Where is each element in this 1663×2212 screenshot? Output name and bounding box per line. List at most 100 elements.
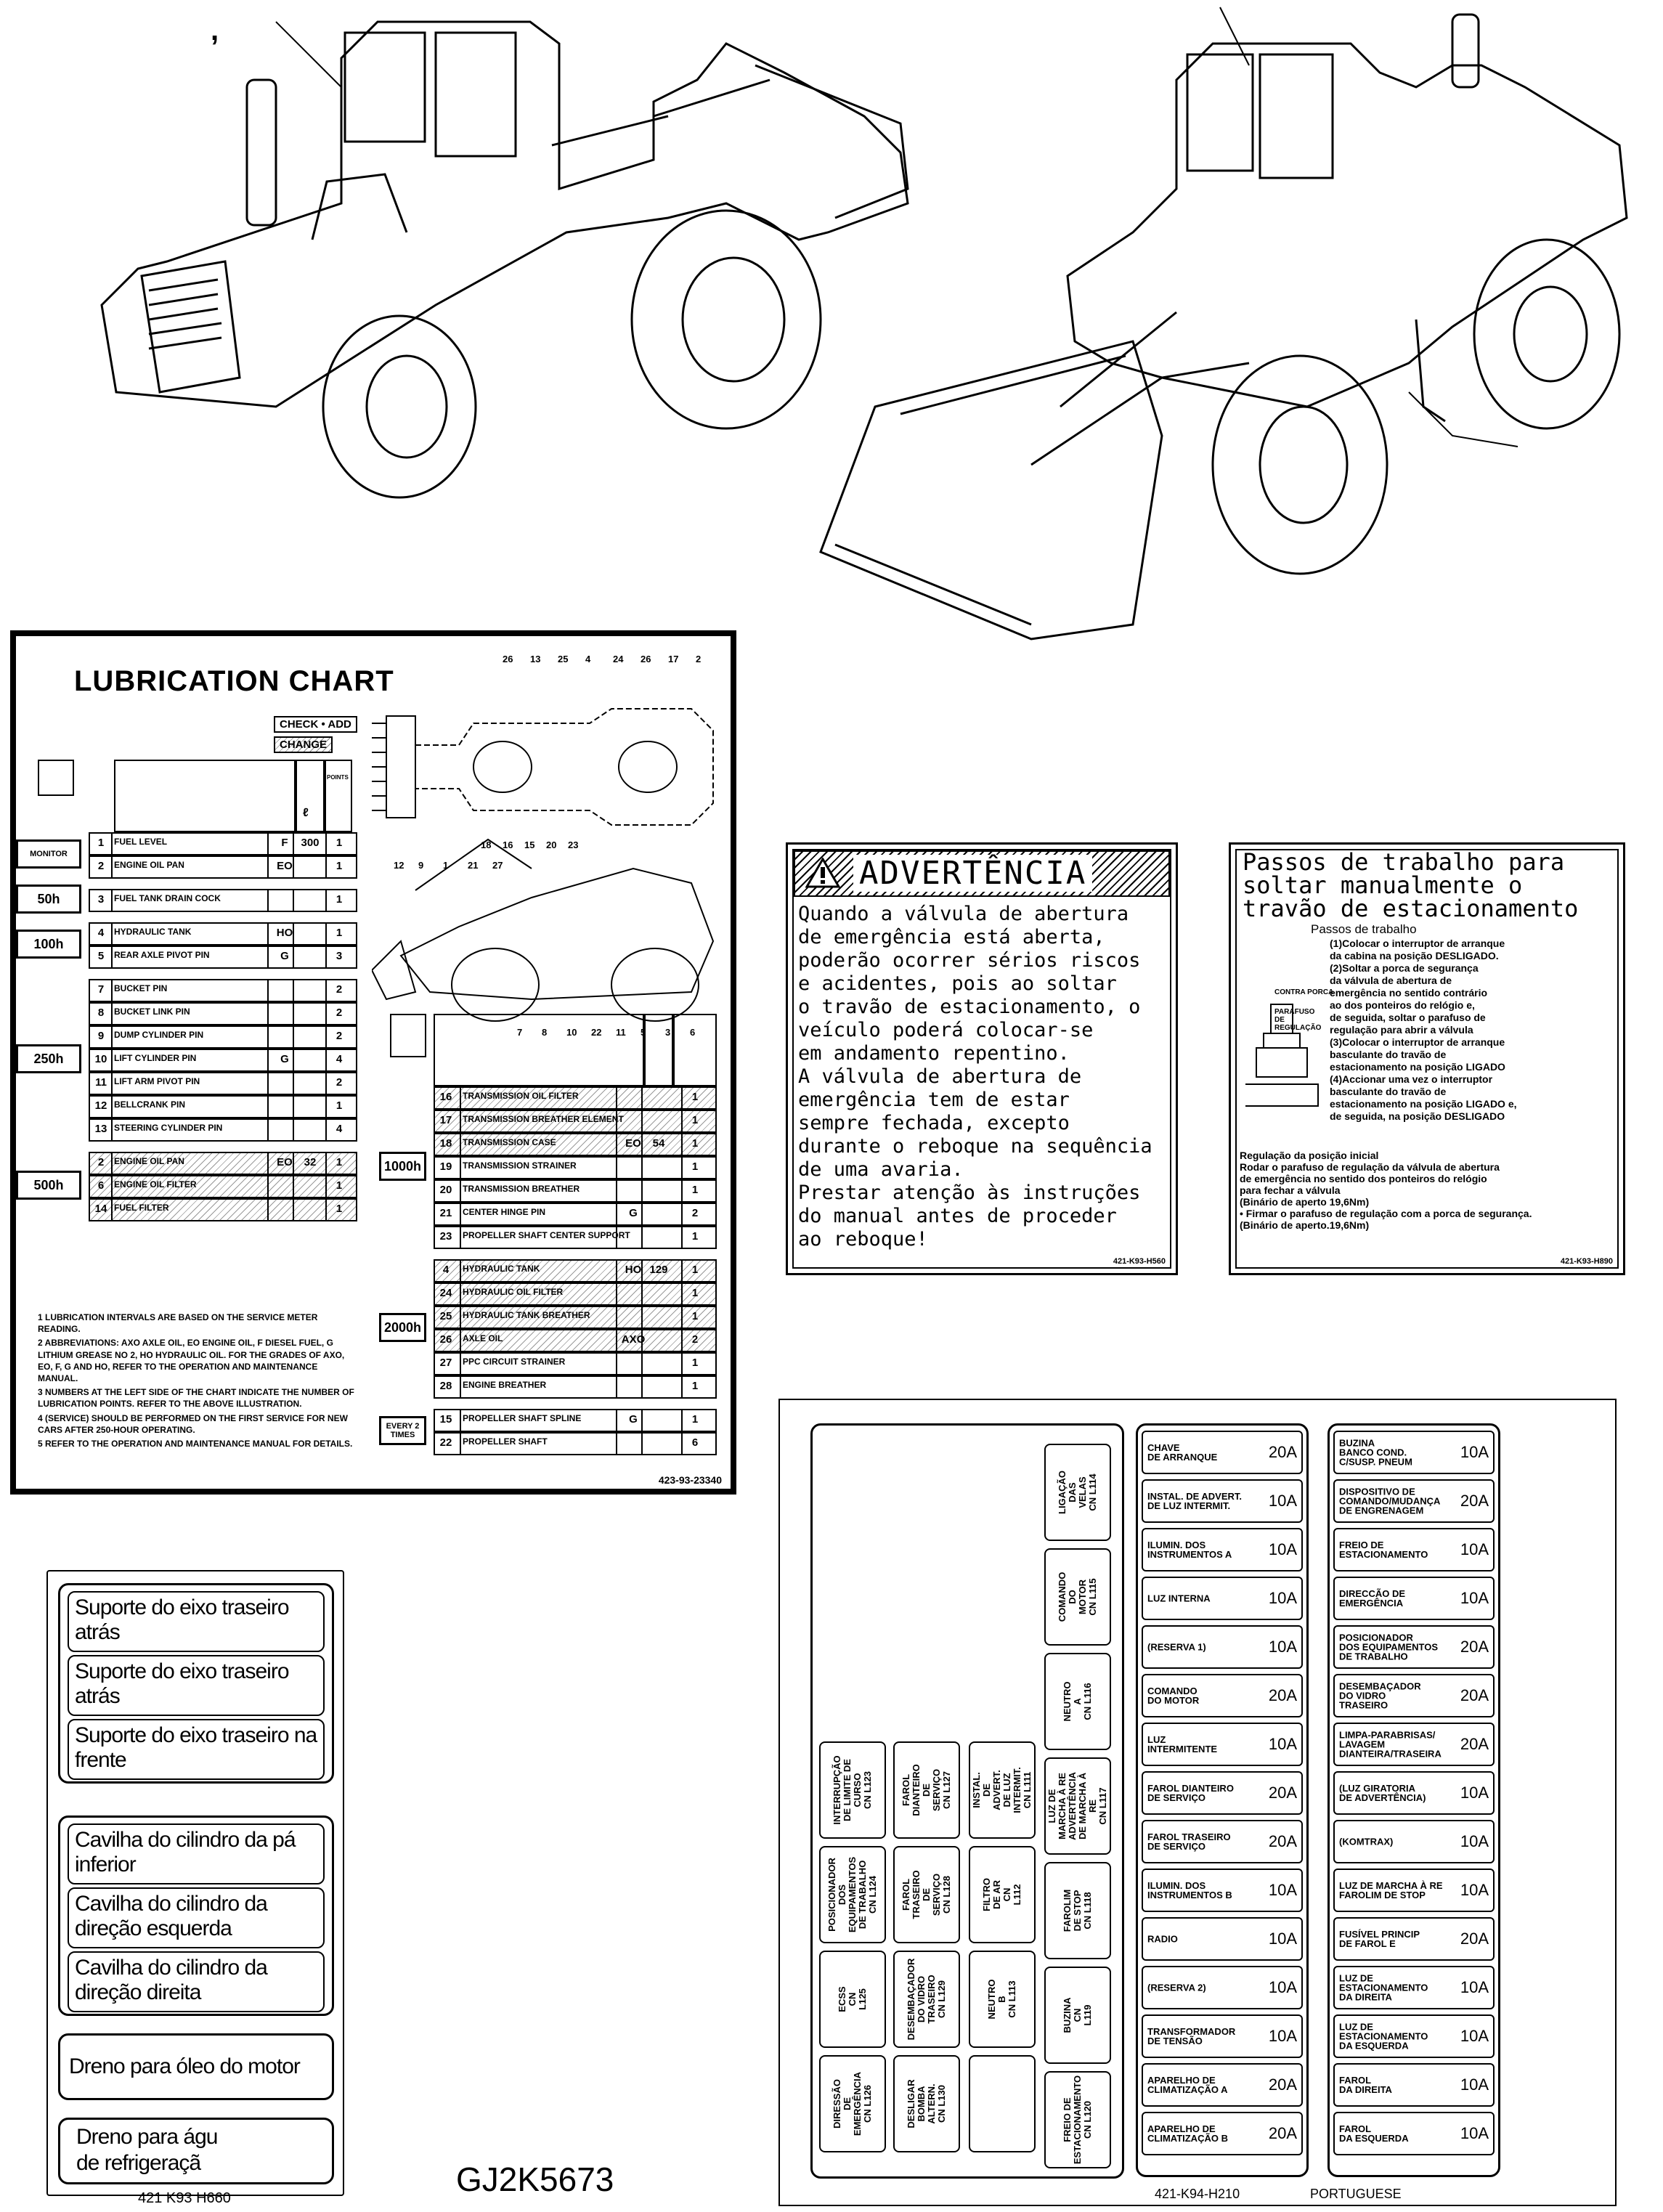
fuse-name: CHAVE DE ARRANQUE (1147, 1442, 1218, 1463)
lube-cell-n: 21 (439, 1207, 452, 1219)
fuse-amperage: 10A (1460, 2075, 1489, 2094)
relay-cell: FAROL DIANTEIRO DE SERVIÇO CN L127 (893, 1741, 960, 1839)
pin-label-3: Cavilha do cilindro da direção direita (68, 1951, 325, 2012)
lube-cell-item: FUEL FILTER (114, 1203, 169, 1213)
lube-cell-item: ENGINE OIL PAN (114, 1156, 184, 1166)
note-5: 5 REFER TO THE OPERATION AND MAINTENANCE… (38, 1438, 353, 1449)
fuse-name: APARELHO DE CLIMATIZAÇÃO A (1147, 2075, 1228, 2095)
lube-cell-n: 4 (97, 927, 105, 939)
steps-part-code: 421-K93-H890 (1560, 1257, 1613, 1266)
relay-label: NEUTRO B CN L113 (986, 1979, 1017, 2020)
lube-cell-pts: 1 (691, 1413, 699, 1426)
lube-row (89, 889, 357, 912)
relay-cell (969, 2055, 1036, 2152)
diagram-callout-number: 5 (641, 1027, 646, 1038)
fuse-amperage: 10A (1460, 1784, 1489, 1802)
drain-oil-label: Dreno para óleo do motor (58, 2033, 334, 2100)
lube-cell-item: FUEL LEVEL (114, 837, 168, 847)
relay-label: POSICIONADOR DOS EQUIPAMENTOS DE TRABALH… (826, 1856, 878, 1933)
diagram-callout-number: 26 (503, 654, 513, 664)
lube-cell-item: TRANSMISSION CASE (463, 1137, 556, 1147)
lube-cell-n: 5 (97, 950, 105, 962)
warning-heading: ADVERTÊNCIA (853, 855, 1093, 892)
lube-row (89, 1025, 357, 1049)
diagram-callout-number: 3 (665, 1027, 670, 1038)
relay-label: FAROL TRASEIRO DE SERVIÇO CN L128 (900, 1870, 952, 1919)
lube-cell-pts: 2 (336, 1007, 343, 1019)
lube-cell-item: AXLE OIL (463, 1333, 503, 1343)
figure-id: GJ2K5673 (456, 2160, 614, 2198)
lube-cell-n: 7 (97, 983, 105, 996)
diagram-callout-number: 6 (690, 1027, 695, 1038)
lube-cell-code: EO (625, 1137, 641, 1150)
lube-row (434, 1306, 717, 1329)
fuse-amperage: 10A (1268, 1540, 1297, 1558)
lube-cell-item: TRANSMISSION OIL FILTER (463, 1091, 579, 1101)
relay-label: COMANDO DO MOTOR CN L115 (1057, 1571, 1098, 1622)
labels-part-code: 421 K93 H660 (138, 2190, 231, 2206)
relay-cell: FILTRO DE AR CN L112 (969, 1846, 1036, 1943)
points-header: POINTS (327, 774, 349, 781)
callout-lock-nut: CONTRA PORCA (1274, 988, 1334, 996)
lube-cell-item: REAR AXLE PIVOT PIN (114, 950, 210, 960)
fuse-amperage: 10A (1460, 1832, 1489, 1850)
note-2: 2 ABBREVIATIONS: AXO AXLE OIL, EO ENGINE… (38, 1338, 345, 1383)
lube-row (89, 1198, 357, 1221)
lube-row (89, 1072, 357, 1095)
fuse-amperage: 20A (1460, 1735, 1489, 1753)
relay-label: FREIO DE ESTACIONAMENTO CN L120 (1062, 2075, 1093, 2165)
lube-cell-pts: 1 (691, 1357, 699, 1369)
fuse-name: LIMPA-PARABRISAS/ LAVAGEM DIANTEIRA/TRAS… (1339, 1729, 1442, 1760)
fuse-name: ILUMIN. DOS INSTRUMENTOS B (1147, 1880, 1232, 1900)
lube-cell-code: HO (625, 1264, 642, 1276)
warning-label: ADVERTÊNCIA Quando a válvula de abertura… (786, 842, 1178, 1275)
lube-cell-n: 14 (94, 1203, 107, 1215)
fuse-language: PORTUGUESE (1310, 2187, 1402, 2201)
lube-row (89, 922, 357, 946)
fuse-amperage: 10A (1268, 1978, 1297, 1996)
lube-row (434, 1133, 717, 1156)
relay-label: BUZINA CN L119 (1062, 1997, 1093, 2033)
relay-cell: FREIO DE ESTACIONAMENTO CN L120 (1044, 2071, 1111, 2168)
fuse-amperage: 10A (1268, 1735, 1297, 1753)
lube-row (89, 1118, 357, 1142)
lube-cell-n: 20 (439, 1184, 452, 1196)
fuse-name: ILUMIN. DOS INSTRUMENTOS A (1147, 1540, 1232, 1560)
fuse-name: FAROL DA DIREITA (1339, 2075, 1392, 2095)
lube-cell-n: 11 (95, 1076, 107, 1089)
lube-cell-code: EO (277, 1156, 293, 1168)
lube-cell-item: LIFT ARM PIVOT PIN (114, 1076, 200, 1086)
diagram-callout-number: 11 (616, 1027, 626, 1038)
lube-cell-item: TRANSMISSION BREATHER (463, 1184, 580, 1194)
relay-cell: FAROLIM DE STOP CN L118 (1044, 1862, 1111, 1959)
lube-row (434, 1259, 717, 1282)
fuse-amperage: 10A (1268, 1638, 1297, 1656)
lube-cell-qty: 129 (649, 1264, 668, 1276)
lube-row (434, 1226, 717, 1249)
steps-subtitle: Passos de trabalho (1311, 922, 1417, 936)
fuse-name: DIRECCÃO DE EMERGÊNCIA (1339, 1588, 1406, 1609)
qty-header: ℓ (303, 807, 309, 819)
lube-cell-pts: 4 (336, 1053, 343, 1065)
lube-cell-qty: 54 (652, 1137, 665, 1150)
diagram-callout-number: 15 (524, 839, 534, 850)
warning-part-code: 421-K93-H560 (1113, 1257, 1166, 1266)
steps-list: (1)Colocar o interruptor de arranque da … (1330, 938, 1517, 1122)
lube-cell-item: HYDRAULIC TANK (463, 1264, 540, 1274)
fuse-name: POSICIONADOR DOS EQUIPAMENTOS DE TRABALH… (1339, 1632, 1439, 1662)
lube-cell-pts: 1 (336, 860, 343, 872)
relay-cell: DIRESSÃO DE EMERGÊNCIA CN L126 (819, 2055, 886, 2152)
lube-cell-pts: 1 (336, 927, 343, 939)
lube-cell-n: 17 (439, 1114, 452, 1126)
diagram-callout-number: 24 (613, 654, 624, 664)
interval-groups_left-1: 50h (16, 885, 81, 914)
relay-cell: FAROL TRASEIRO DE SERVIÇO CN L128 (893, 1846, 960, 1943)
lube-cell-pts: 1 (336, 1179, 343, 1192)
relay-cell: DESEMBAÇADOR DO VIDRO TRASEIRO CN L129 (893, 1951, 960, 2048)
